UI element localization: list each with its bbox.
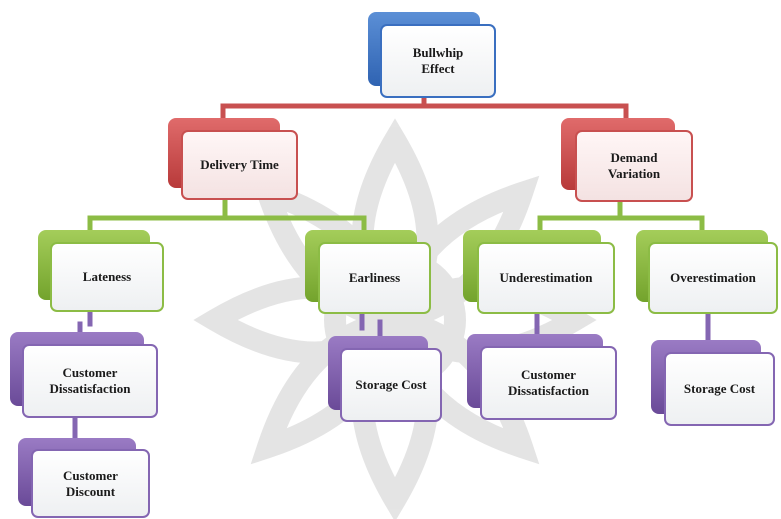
node-label: Storage Cost	[683, 381, 756, 396]
node-bullwhip-effect: Bullwhip Effect	[368, 12, 498, 98]
node-label: Delivery Time	[200, 157, 279, 172]
connector-demand-variation-types	[537, 197, 705, 241]
node-label: Customer Dissatisfaction	[49, 365, 131, 396]
node-underestimation: Underestimation	[463, 230, 617, 314]
connector-delivery-time-types	[87, 195, 367, 241]
node-label: Earliness	[348, 270, 401, 285]
connector-earliness-storage	[359, 309, 383, 341]
node-label: Overestimation	[670, 270, 756, 285]
connector-lateness-dissatisfaction	[77, 307, 93, 337]
connector-root-causes	[220, 92, 629, 131]
node-customer-dissatisfaction-underestimation: Customer Dissatisfaction	[467, 334, 619, 420]
node-label: Storage Cost	[355, 377, 427, 392]
node-overestimation: Overestimation	[636, 230, 780, 314]
node-earliness: Earliness	[305, 230, 433, 314]
node-delivery-time: Delivery Time	[168, 118, 300, 200]
node-customer-dissatisfaction-lateness: Customer Dissatisfaction	[10, 332, 160, 418]
node-label: Customer Dissatisfaction	[508, 367, 589, 398]
node-label: Demand Variation	[607, 150, 661, 181]
node-label: Underestimation	[499, 270, 593, 285]
node-label: Lateness	[82, 269, 132, 284]
node-label: Customer Discount	[63, 467, 118, 499]
node-demand-variation: Demand Variation	[561, 118, 695, 202]
node-lateness: Lateness	[38, 230, 166, 312]
node-storage-cost-earliness: Storage Cost	[328, 336, 444, 422]
node-customer-discount: Customer Discount	[18, 438, 152, 518]
node-label: Bullwhip Effect	[412, 45, 464, 76]
node-storage-cost-overestimation: Storage Cost	[651, 340, 777, 426]
